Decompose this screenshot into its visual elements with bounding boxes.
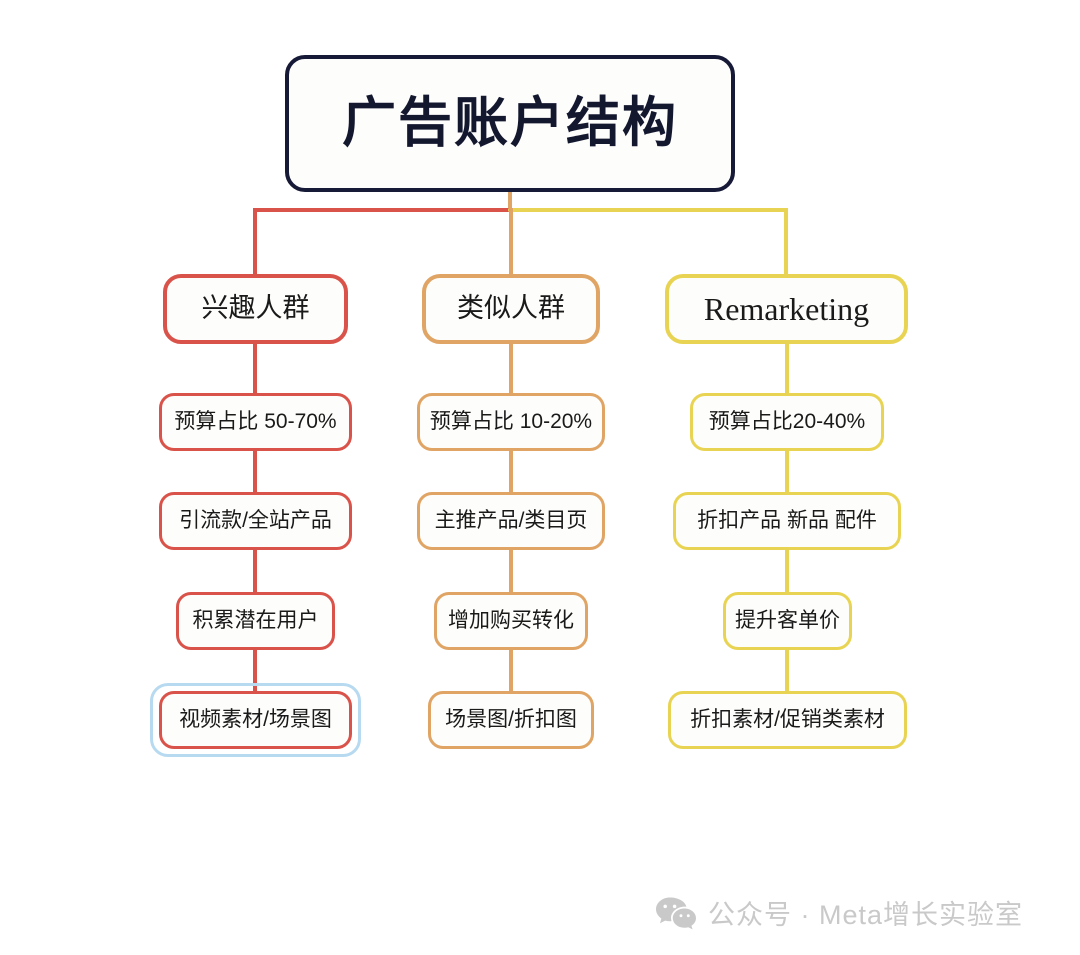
- connector-interest-1: [253, 342, 257, 395]
- node-interest-products[interactable]: 引流款/全站产品: [159, 492, 352, 550]
- node-remarketing-products[interactable]: 折扣产品 新品 配件: [673, 492, 901, 550]
- node-interest-creative[interactable]: 视频素材/场景图: [159, 691, 352, 749]
- connector-lookalike-4: [509, 648, 513, 693]
- watermark: 公众号 · Meta增长实验室: [655, 893, 1023, 932]
- connector-remarketing-3: [785, 548, 789, 594]
- column-header-lookalike[interactable]: 类似人群: [422, 274, 600, 344]
- wechat-icon: [656, 897, 696, 929]
- node-lookalike-products[interactable]: 主推产品/类目页: [417, 492, 605, 550]
- connector-interest-4: [253, 648, 257, 693]
- connector-title-stem: [508, 192, 512, 210]
- node-lookalike-creative[interactable]: 场景图/折扣图: [428, 691, 594, 749]
- node-interest-goal[interactable]: 积累潜在用户: [176, 592, 335, 650]
- selection-highlight-ring: [150, 683, 361, 757]
- connector-lookalike-1: [509, 342, 513, 395]
- connector-bus-left: [255, 208, 512, 212]
- node-interest-budget[interactable]: 预算占比 50-70%: [159, 393, 352, 451]
- connector-remarketing-4: [785, 648, 789, 693]
- diagram-title-node[interactable]: 广告账户结构: [285, 55, 735, 192]
- connector-lookalike-2: [509, 449, 513, 494]
- connector-bus-right: [508, 208, 788, 212]
- node-remarketing-budget[interactable]: 预算占比20-40%: [690, 393, 884, 451]
- connector-remarketing-1: [785, 342, 789, 395]
- connector-interest-3: [253, 548, 257, 594]
- connector-drop-lookalike: [509, 208, 513, 276]
- connector-remarketing-2: [785, 449, 789, 494]
- watermark-text: 公众号 · Meta增长实验室: [708, 900, 1024, 930]
- node-remarketing-goal[interactable]: 提升客单价: [723, 592, 852, 650]
- connector-drop-remarketing: [784, 208, 788, 276]
- connector-interest-2: [253, 449, 257, 494]
- connector-drop-interest: [253, 208, 257, 276]
- column-header-interest[interactable]: 兴趣人群: [163, 274, 348, 344]
- column-header-remarketing[interactable]: Remarketing: [665, 274, 908, 344]
- node-lookalike-goal[interactable]: 增加购买转化: [434, 592, 588, 650]
- node-remarketing-creative[interactable]: 折扣素材/促销类素材: [668, 691, 907, 749]
- connector-lookalike-3: [509, 548, 513, 594]
- node-lookalike-budget[interactable]: 预算占比 10-20%: [417, 393, 605, 451]
